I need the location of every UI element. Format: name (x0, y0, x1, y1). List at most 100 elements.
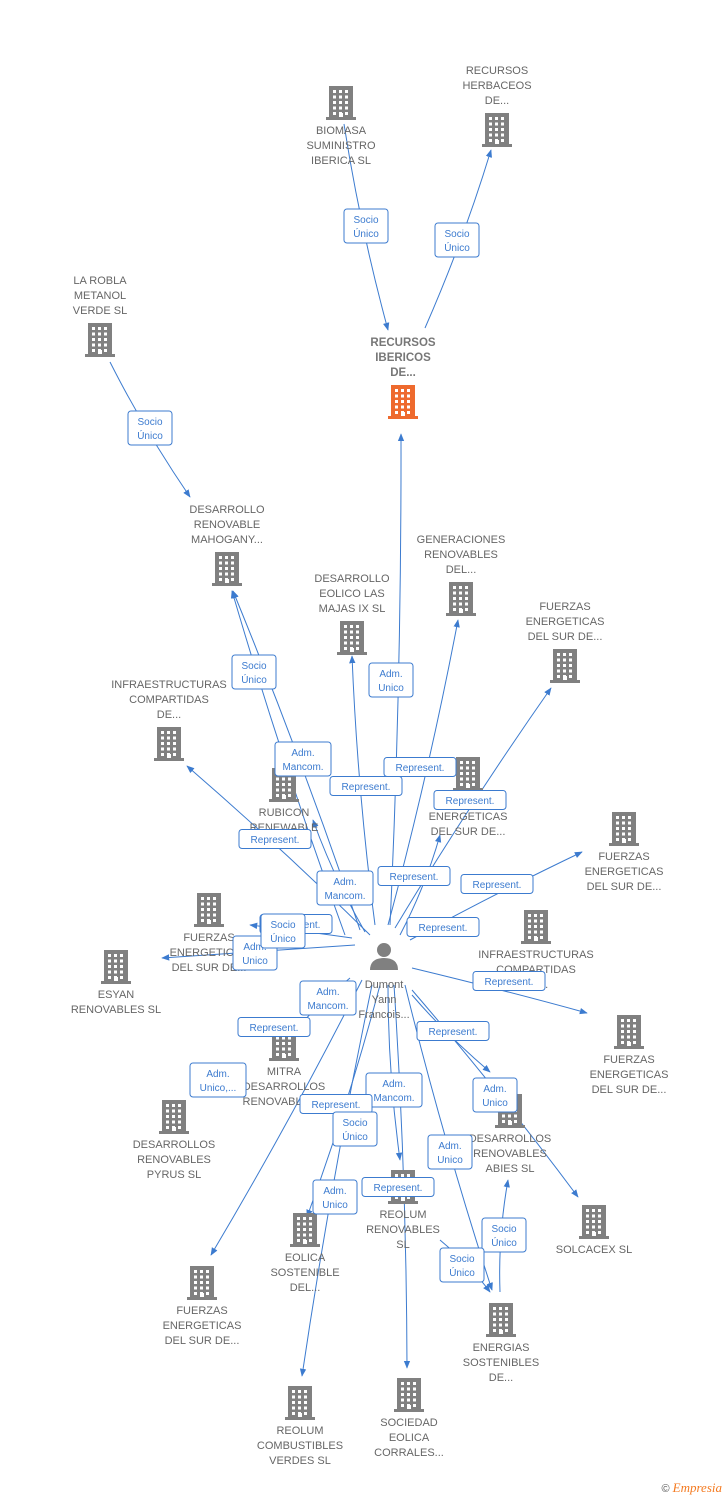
building-icon (388, 385, 418, 419)
building-icon (154, 727, 184, 761)
node-ibericos[interactable]: RECURSOSIBERICOSDE... (370, 337, 436, 419)
edge-label[interactable]: Represent. (416, 1021, 490, 1041)
node-label: DEL SUR DE... (528, 631, 603, 643)
edge-label-text: Adm. (316, 987, 339, 998)
edge-label-text: Socio (342, 1118, 367, 1129)
edge-label[interactable]: Represent. (238, 829, 312, 849)
building-icon (486, 1303, 516, 1337)
edge-label-box (439, 1247, 485, 1283)
building-icon (453, 757, 483, 791)
edge-label-text: Represent. (485, 977, 534, 988)
node-mahogany[interactable]: DESARROLLORENOVABLEMAHOGANY... (189, 504, 265, 586)
edge-label-text: Represent. (396, 763, 445, 774)
edge-label[interactable]: Adm. Unico,... (189, 1062, 247, 1098)
edge-label-box (231, 654, 277, 690)
edge-label[interactable]: Adm.Mancom. (365, 1072, 423, 1108)
edge-label-box (127, 410, 173, 446)
edge-label[interactable]: Represent. (299, 1094, 373, 1114)
node-label: DESARROLLO (189, 504, 265, 516)
edge-label[interactable]: Represent. (460, 874, 534, 894)
node-eolica[interactable]: EOLICASOSTENIBLEDEL... (270, 1213, 340, 1294)
node-label: RECURSOS (466, 65, 528, 77)
node-label: REOLUM (379, 1209, 426, 1221)
edge-label-box (383, 757, 457, 777)
edge-label[interactable]: Represent. (329, 776, 403, 796)
edge-label[interactable]: Represent. (406, 917, 480, 937)
node-label: DEL... (446, 564, 477, 576)
node-label: ENERGETICAS (170, 947, 249, 959)
edge-label[interactable]: Represent. (433, 790, 507, 810)
node-infra1[interactable]: INFRAESTRUCTURASCOMPARTIDASDE... (111, 679, 227, 761)
node-label: SOCIEDAD (380, 1417, 438, 1429)
edge-label[interactable]: Represent. (383, 757, 457, 777)
edge-label[interactable]: Represent. (237, 1017, 311, 1037)
edge-label-text: Adm. (206, 1069, 229, 1080)
node-label: RUBICON (259, 807, 310, 819)
edge-label-box (361, 1177, 435, 1197)
edge-label[interactable]: Adm.Unico (368, 662, 414, 698)
edge-label-text: Represent. (312, 1100, 361, 1111)
edge-label-text: Único (444, 241, 470, 254)
node-label: DEL SUR DE... (592, 1084, 667, 1096)
edge-label[interactable]: Represent. (472, 971, 546, 991)
node-label: LA ROBLA (73, 275, 127, 287)
edge-label-box (481, 1217, 527, 1253)
node-herbaceos[interactable]: RECURSOSHERBACEOSDE... (462, 65, 532, 147)
node-label: GENERACIONES (417, 534, 506, 546)
node-label: HERBACEOS (462, 80, 531, 92)
edge-label[interactable]: Represent. (377, 866, 451, 886)
node-label: MAHOGANY... (191, 534, 263, 546)
node-solcacex[interactable]: SOLCACEX SL (556, 1205, 632, 1256)
node-label: FUERZAS (598, 851, 649, 863)
edge-label[interactable]: Adm.Unico (427, 1134, 473, 1170)
node-energias[interactable]: ENERGIASSOSTENIBLESDE... (463, 1303, 539, 1384)
edge-label-text: Adm. (243, 942, 266, 953)
edge-label[interactable]: Adm.Unico (472, 1077, 518, 1113)
edge-label-box (299, 980, 357, 1016)
edge-label-text: Único (491, 1236, 517, 1249)
node-label: INFRAESTRUCTURAS (478, 949, 594, 961)
brand-logo: Empresia (672, 1480, 722, 1495)
building-icon (194, 893, 224, 927)
node-label: DESARROLLOS (469, 1133, 552, 1145)
node-generaciones[interactable]: GENERACIONESRENOVABLESDEL... (417, 534, 506, 616)
edge-label[interactable]: Represent. (361, 1177, 435, 1197)
edge-label-box (189, 1062, 247, 1098)
edge-label-box (312, 1179, 358, 1215)
node-label: SL (396, 1239, 409, 1251)
edge-label[interactable]: Adm.Mancom. (299, 980, 357, 1016)
edge-label-text: Unico,... (200, 1083, 237, 1094)
edge-label-text: Unico (378, 683, 404, 694)
edge-label-text: Adm. (382, 1079, 405, 1090)
node-label: DEL... (290, 1282, 321, 1294)
node-label: ENERGIAS (473, 1342, 530, 1354)
edge-label[interactable]: Adm.Unico (312, 1179, 358, 1215)
edge-label-box (472, 1077, 518, 1113)
node-corrales[interactable]: SOCIEDADEOLICACORRALES... (374, 1378, 444, 1459)
building-icon (212, 552, 242, 586)
node-dumont[interactable]: DumontYannFrancois... (358, 943, 410, 1021)
edge-label[interactable]: Adm.Mancom. (316, 870, 374, 906)
edge-label-text: Mancom. (324, 891, 365, 902)
edge-label[interactable]: Adm.Mancom. (274, 741, 332, 777)
